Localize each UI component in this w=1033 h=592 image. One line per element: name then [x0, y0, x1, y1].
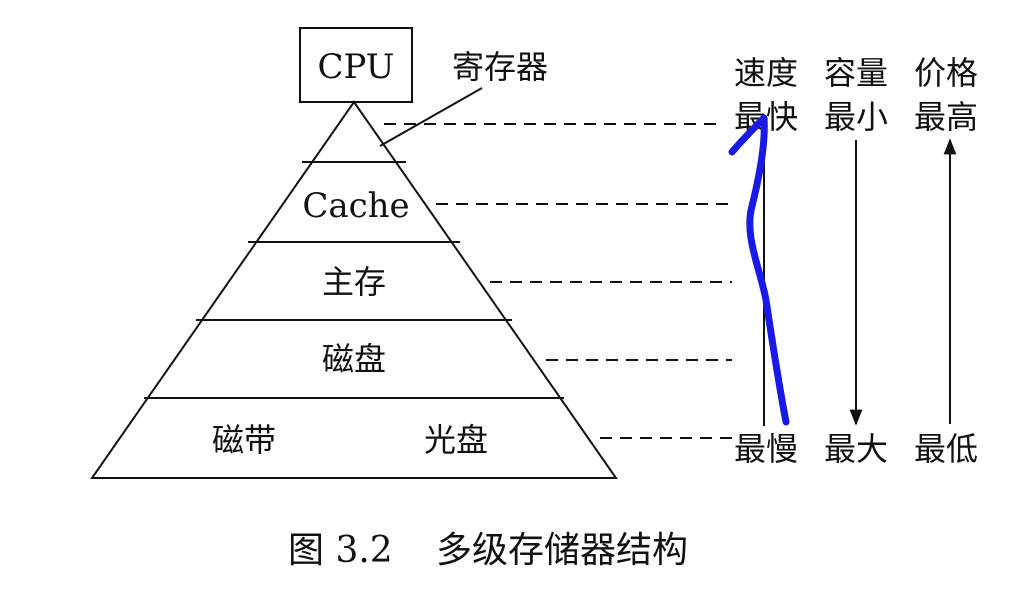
price-top-label: 最高	[914, 98, 978, 136]
figure-title: 多级存储器结构	[436, 530, 688, 571]
speed-header: 速度	[734, 54, 798, 92]
disk-level-label: 磁盘	[322, 340, 386, 378]
capacity-top-label: 最小	[824, 98, 888, 136]
price-bottom-label: 最低	[914, 430, 978, 468]
cpu-box	[299, 27, 413, 103]
price-header: 价格	[914, 54, 978, 92]
tape-level-label: 磁带	[212, 421, 276, 459]
cache-level-label: Cache	[302, 186, 409, 226]
optical-disc-level-label: 光盘	[424, 421, 488, 459]
figure-number: 图 3.2	[288, 530, 393, 571]
capacity-header: 容量	[824, 54, 888, 92]
pyramid-outline	[90, 100, 618, 479]
handwritten-arrow-annotation	[728, 114, 790, 426]
speed-bottom-label: 最慢	[734, 430, 798, 468]
main-memory-level-label: 主存	[322, 263, 386, 301]
cpu-label: CPU	[318, 47, 395, 87]
capacity-bottom-label: 最大	[824, 430, 888, 468]
register-label: 寄存器	[452, 48, 548, 86]
register-pointer-line	[379, 87, 483, 147]
